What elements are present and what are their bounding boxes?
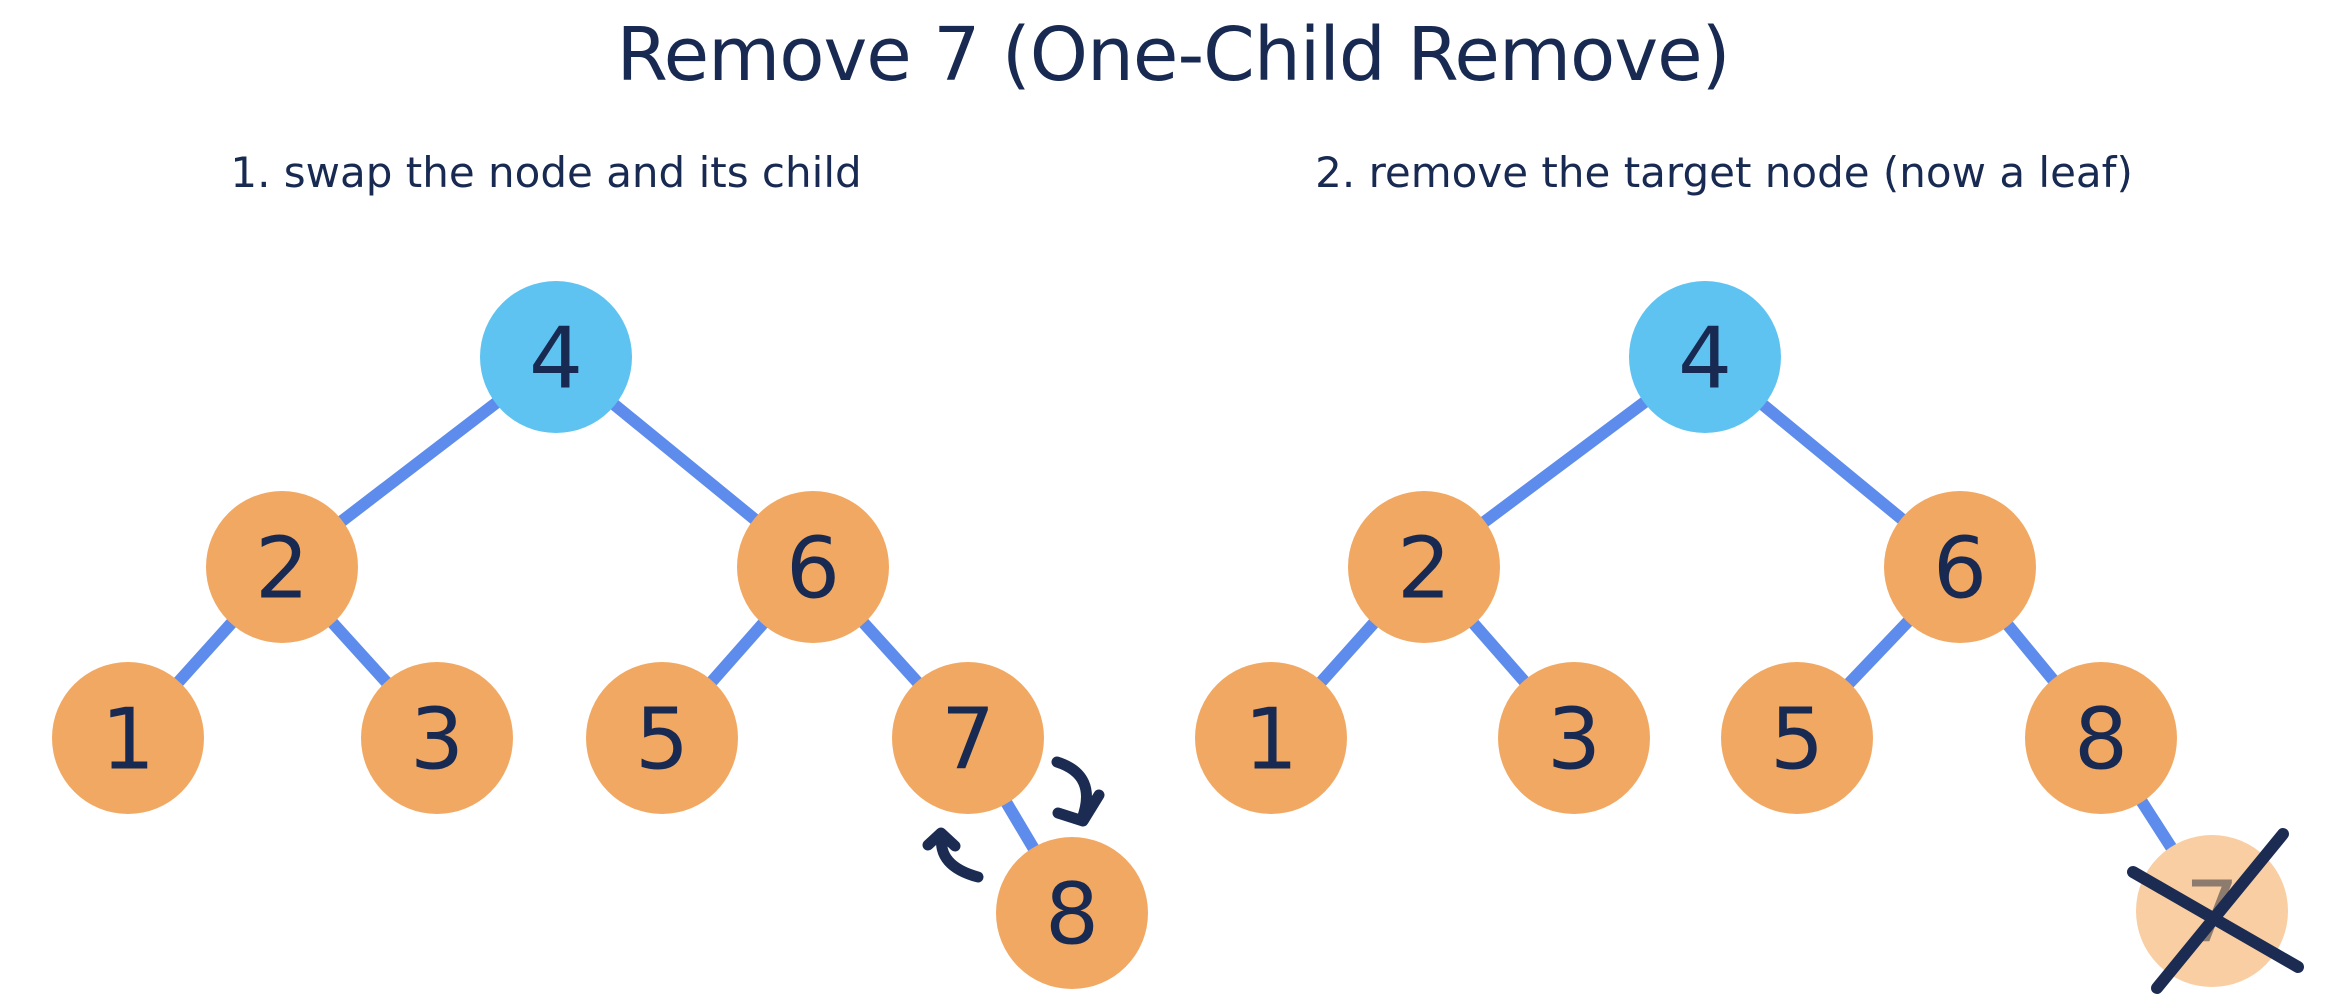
removed-cross-icon — [2127, 828, 2304, 994]
step2-caption: 2. remove the target node (now a leaf) — [1315, 148, 2133, 197]
swap-arrow-down-icon — [1051, 756, 1105, 827]
node-label: 7 — [941, 691, 995, 790]
node-circle — [1498, 662, 1650, 814]
tree-nodes: 4 2 6 1 3 5 78 — [52, 281, 1148, 989]
node-circle — [1195, 662, 1347, 814]
node-label: 1 — [101, 691, 155, 790]
node-label: 5 — [635, 691, 689, 790]
tree-node-6: 6 — [737, 491, 889, 643]
node-label: 6 — [1933, 520, 1987, 619]
tree-node-6: 6 — [1884, 491, 2036, 643]
node-circle — [206, 491, 358, 643]
node-circle — [996, 837, 1148, 989]
node-label: 8 — [1045, 866, 1099, 965]
tree-node-8: 8 — [2025, 662, 2177, 814]
node-circle — [1884, 491, 2036, 643]
node-label: 5 — [1770, 691, 1824, 790]
node-circle — [1721, 662, 1873, 814]
tree-node-3: 3 — [361, 662, 513, 814]
tree-node-2: 2 — [1348, 491, 1500, 643]
tree-node-7: 7 — [892, 662, 1044, 814]
node-label: 3 — [1547, 691, 1601, 790]
node-circle — [52, 662, 204, 814]
node-label: 2 — [1397, 520, 1451, 619]
node-label: 6 — [786, 520, 840, 619]
tree-node-4: 4 — [480, 281, 632, 433]
node-label: 4 — [1678, 310, 1732, 409]
node-label: 8 — [2074, 691, 2128, 790]
tree-node-1: 1 — [52, 662, 204, 814]
node-circle — [586, 662, 738, 814]
node-label: 4 — [529, 310, 583, 409]
diagram-title: Remove 7 (One-Child Remove) — [616, 12, 1730, 98]
node-label: 1 — [1244, 691, 1298, 790]
tree-node-3: 3 — [1498, 662, 1650, 814]
tree-annotations — [2127, 828, 2304, 994]
swap-arrow-up-icon — [922, 827, 984, 883]
node-circle — [1629, 281, 1781, 433]
node-circle — [892, 662, 1044, 814]
tree-annotations — [922, 756, 1105, 883]
node-circle — [1348, 491, 1500, 643]
tree-node-2: 2 — [206, 491, 358, 643]
tree-node-1: 1 — [1195, 662, 1347, 814]
tree-panel-step1: 4 2 6 1 3 5 78 — [52, 281, 1148, 989]
node-circle — [2025, 662, 2177, 814]
tree-node-5: 5 — [1721, 662, 1873, 814]
step1-caption: 1. swap the node and its child — [230, 148, 862, 197]
node-circle — [480, 281, 632, 433]
node-circle — [737, 491, 889, 643]
node-label: 2 — [255, 520, 309, 619]
tree-node-5: 5 — [586, 662, 738, 814]
tree-node-8: 8 — [996, 837, 1148, 989]
tree-node-4: 4 — [1629, 281, 1781, 433]
node-label: 3 — [410, 691, 464, 790]
node-circle — [361, 662, 513, 814]
